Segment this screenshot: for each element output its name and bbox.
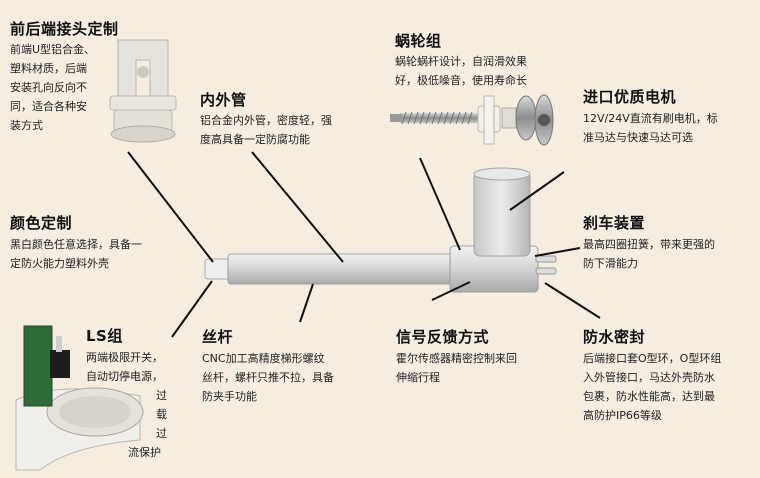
joint-title: 前后端接头定制 (10, 20, 119, 38)
ls-desc-line: 过 (156, 427, 167, 440)
brake-desc-line: 最高四圈扭簧，带来更强的 (583, 238, 715, 251)
color-title: 颜色定制 (10, 214, 73, 232)
motor-desc-line: 12V/24V直流有刷电机，标 (583, 112, 718, 125)
joint-description: 前端U型铝合金、 塑料材质，后端 安装孔向反向不 同，适合各种安 装方式 (10, 40, 95, 135)
worm-desc-line: 好，极低噪音，使用寿命长 (395, 74, 527, 87)
ls-desc-line: 流保护 (128, 446, 161, 459)
tube-title: 内外管 (200, 91, 247, 109)
motor-title: 进口优质电机 (583, 88, 677, 106)
brake-description: 最高四圈扭簧，带来更强的 防下滑能力 (583, 235, 715, 273)
brake-desc-line: 防下滑能力 (583, 257, 638, 270)
worm-desc-line: 蜗轮蜗杆设计，自润滑效果 (395, 55, 527, 68)
waterproof-desc-line: 包裹，防水性能高，达到最 (583, 390, 715, 403)
joint-desc-line: 塑料材质，后端 (10, 62, 87, 75)
ls-title: LS组 (86, 327, 123, 345)
ls-description: 两端极限开关， 自动切停电源， 过 载 过 流保护 (86, 348, 167, 462)
worm-title: 蜗轮组 (395, 32, 442, 50)
actuator-body-image (204, 167, 557, 293)
brake-title: 刹车装置 (583, 214, 646, 232)
u-joint-image (109, 39, 177, 143)
worm-gear-image (390, 94, 554, 146)
motor-description: 12V/24V直流有刷电机，标 准马达与快速马达可选 (583, 109, 718, 147)
ls-desc-line: 两端极限开关， (86, 351, 163, 364)
tube-desc-line: 铝合金内外管，密度轻，强 (200, 114, 332, 127)
color-desc-line: 定防火能力塑料外壳 (10, 257, 109, 270)
waterproof-desc-line: 入外管接口，马达外壳防水 (583, 371, 715, 384)
joint-desc-line: 安装孔向反向不 (10, 81, 87, 94)
signal-desc-line: 霍尔传感器精密控制来回 (396, 352, 517, 365)
ls-desc-line: 载 (156, 408, 167, 421)
screw-desc-line: 丝杆，螺杆只推不拉，具备 (202, 371, 334, 384)
joint-desc-line: 前端U型铝合金、 (10, 43, 96, 56)
screw-title: 丝杆 (202, 328, 234, 346)
tube-description: 铝合金内外管，密度轻，强 度高具备一定防腐功能 (200, 111, 332, 149)
signal-desc-line: 伸缩行程 (396, 371, 440, 384)
worm-description: 蜗轮蜗杆设计，自润滑效果 好，极低噪音，使用寿命长 (395, 52, 527, 90)
waterproof-title: 防水密封 (583, 328, 646, 346)
motor-desc-line: 准马达与快速马达可选 (583, 131, 693, 144)
screw-desc-line: CNC加工高精度梯形螺纹 (202, 352, 325, 365)
limit-switch-image (15, 325, 144, 471)
color-description: 黑白颜色任意选择，具备一 定防火能力塑料外壳 (10, 235, 142, 273)
screw-description: CNC加工高精度梯形螺纹 丝杆，螺杆只推不拉，具备 防夹手功能 (202, 349, 334, 406)
waterproof-desc-line: 后端接口套O型环，O型环组 (583, 352, 722, 365)
ls-desc-line: 过 (156, 389, 167, 402)
signal-description: 霍尔传感器精密控制来回 伸缩行程 (396, 349, 517, 387)
tube-desc-line: 度高具备一定防腐功能 (200, 133, 310, 146)
ls-desc-line: 自动切停电源， (86, 370, 163, 383)
screw-desc-line: 防夹手功能 (202, 390, 257, 403)
waterproof-desc-line: 高防护IP66等级 (583, 409, 662, 422)
joint-desc-line: 装方式 (10, 119, 43, 132)
waterproof-description: 后端接口套O型环，O型环组 入外管接口，马达外壳防水 包裹，防水性能高，达到最 … (583, 349, 721, 425)
color-desc-line: 黑白颜色任意选择，具备一 (10, 238, 142, 251)
signal-title: 信号反馈方式 (396, 328, 490, 346)
callout-lines (127, 151, 601, 338)
joint-desc-line: 同，适合各种安 (10, 100, 87, 113)
